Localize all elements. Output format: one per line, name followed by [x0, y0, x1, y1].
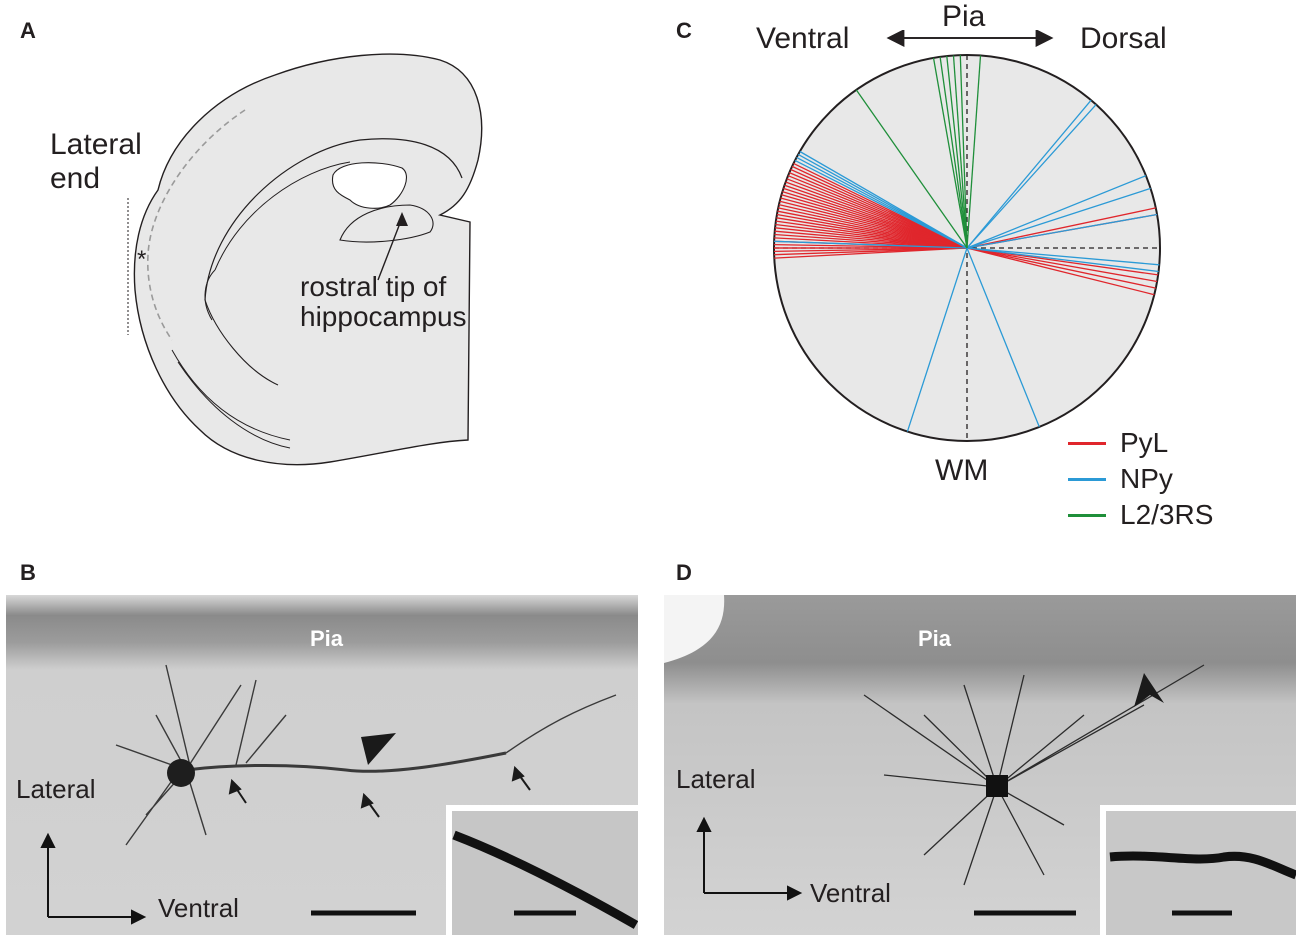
hippocampus-label-line1: rostral tip of [300, 271, 447, 302]
orientation-line-npy-8 [966, 187, 1151, 249]
polar-left-label: Ventral [756, 22, 850, 55]
orientation-line-l23rs-6 [855, 89, 968, 249]
orientation-line-pyl-14 [774, 247, 968, 259]
polar-top-label: Pia [942, 0, 986, 33]
orientation-line-npy-9 [966, 213, 1158, 249]
orientation-line-npy-12 [966, 247, 1040, 428]
lateral-end-line1: Lateral [50, 128, 142, 161]
legend-item: L2/3RS [1068, 497, 1213, 533]
orientation-line-npy-10 [966, 247, 1160, 266]
panel-d-micrograph [664, 595, 1296, 935]
orientation-line-l23rs-4 [932, 57, 968, 249]
panel-a-brain-diagram [127, 53, 483, 466]
legend-item: NPy [1068, 461, 1213, 497]
legend-swatch [1068, 477, 1106, 481]
orientation-line-pyl-22 [777, 210, 968, 249]
orientation-line-npy-4 [774, 240, 968, 249]
polar-plot [773, 30, 1161, 442]
hippocampus-label: rostral tip of hippocampus [300, 272, 467, 332]
orientation-line-l23rs-3 [939, 56, 968, 249]
panel-a-letter: A [20, 18, 36, 43]
panel-b-axis-vertical-label: Lateral [16, 774, 96, 804]
orientation-line-l23rs-0 [959, 55, 968, 249]
panel-c-letter: C [676, 18, 692, 43]
orientation-line-npy-11 [966, 247, 1159, 273]
polar-bottom-label: WM [935, 454, 989, 487]
legend-item: PyL [1068, 425, 1213, 461]
asterisk-marker: * [137, 246, 147, 273]
hippocampus-label-line2: hippocampus [300, 301, 467, 332]
orientation-line-l23rs-5 [966, 55, 982, 249]
orientation-line-npy-13 [906, 247, 968, 432]
legend-label: NPy [1120, 463, 1173, 494]
orientation-line-pyl-31 [966, 207, 1156, 249]
orientation-line-pyl-35 [966, 247, 1156, 289]
legend-label: L2/3RS [1120, 499, 1214, 530]
panel-d-pia-label: Pia [918, 626, 952, 651]
panel-b-letter: B [20, 560, 36, 585]
panel-d-axis-vertical-label: Lateral [676, 764, 756, 794]
orientation-line-pyl-36 [966, 247, 1155, 296]
brain-outline [133, 53, 483, 466]
orientation-line-npy-3 [794, 159, 968, 249]
panel-d-letter: D [676, 560, 692, 585]
panel-b-pia-label: Pia [310, 626, 344, 651]
panel-b-axis-horizontal-label: Ventral [158, 893, 239, 923]
legend-label: PyL [1120, 427, 1169, 458]
polar-right-label: Dorsal [1080, 22, 1167, 55]
lateral-end-line2: end [50, 162, 101, 195]
legend-swatch [1068, 441, 1106, 445]
lateral-end-label: Lateral end [50, 128, 142, 196]
orientation-line-pyl-34 [966, 247, 1158, 283]
panel-b-micrograph [6, 595, 638, 935]
orientation-line-l23rs-1 [952, 55, 968, 249]
orientation-line-pyl-24 [784, 184, 968, 249]
legend-swatch [1068, 513, 1106, 517]
arrowhead-marker-d [1134, 673, 1164, 707]
arrowhead-marker [361, 733, 396, 765]
panel-d-axis-horizontal-label: Ventral [810, 878, 891, 908]
orientation-line-npy-7 [966, 175, 1147, 249]
orientation-line-l23rs-2 [946, 56, 968, 249]
orientation-line-pyl-23 [782, 190, 968, 249]
orientation-line-npy-6 [966, 104, 1097, 249]
orientation-line-npy-5 [966, 99, 1092, 249]
